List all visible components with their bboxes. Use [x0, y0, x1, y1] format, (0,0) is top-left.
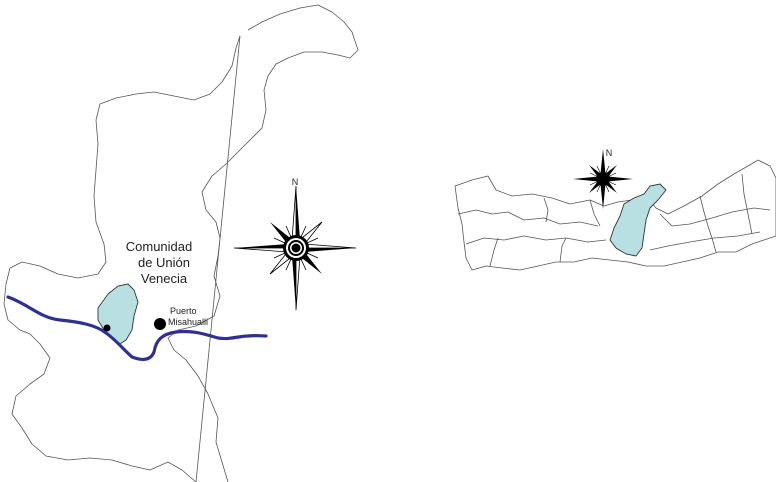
community-label-line2: de Unión: [138, 255, 190, 270]
parish-boundary: [3, 4, 359, 482]
compass-rose-icon: [233, 185, 357, 311]
town-label-line2: Misahualli: [168, 317, 208, 327]
inset-region-map: [454, 159, 776, 271]
inset-highlight-area: [609, 183, 667, 257]
small-settlement-dot: [103, 324, 111, 332]
river: [6, 295, 268, 361]
inset-internal-boundaries: [457, 173, 771, 267]
inset-compass-north-label: N: [606, 148, 613, 158]
inset-compass-rose-icon: [573, 149, 633, 209]
inset-outer-boundary: [454, 159, 776, 271]
community-label-line3: Venecia: [141, 271, 188, 286]
compass-north-label: N: [292, 177, 299, 187]
community-label-line1: Comunidad: [126, 239, 193, 254]
town-label-line1: Puerto: [170, 306, 197, 316]
community-area: [97, 283, 139, 345]
town-marker-icon: [154, 318, 166, 330]
